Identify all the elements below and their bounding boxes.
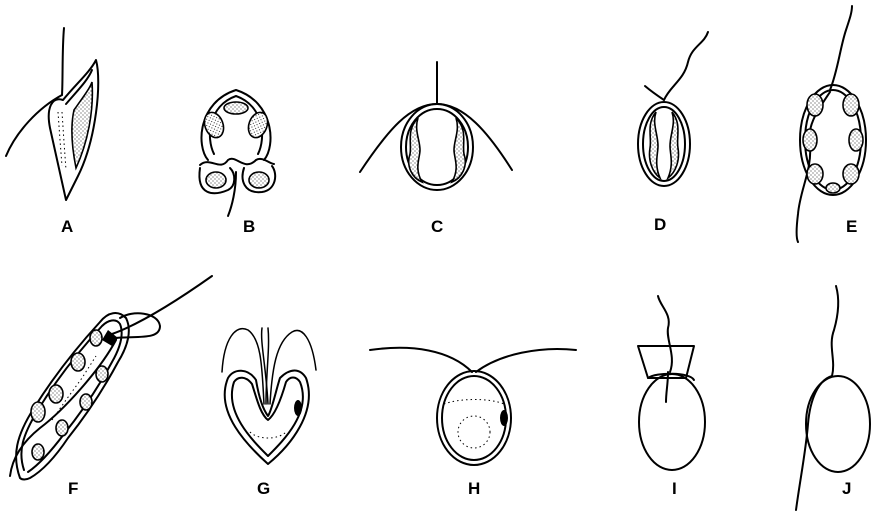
label-h: H — [468, 480, 480, 497]
label-i: I — [672, 480, 677, 497]
cell-e-drawing — [797, 6, 867, 242]
label-b: B — [243, 218, 255, 235]
cell-j-drawing — [796, 286, 870, 510]
cell-a-drawing — [6, 28, 98, 200]
cell-h-drawing — [370, 348, 576, 465]
cell-i-drawing — [638, 296, 705, 470]
label-g: G — [257, 480, 270, 497]
cell-b-drawing — [199, 90, 275, 216]
label-d: D — [654, 216, 666, 233]
label-f: F — [68, 480, 78, 497]
label-a: A — [61, 218, 73, 235]
cell-f-drawing — [10, 276, 212, 480]
cell-c-drawing — [360, 62, 512, 190]
cell-d-drawing — [638, 32, 708, 186]
label-c: C — [431, 218, 443, 235]
label-e: E — [846, 218, 857, 235]
label-j: J — [842, 480, 851, 497]
cell-g-drawing — [222, 328, 316, 464]
